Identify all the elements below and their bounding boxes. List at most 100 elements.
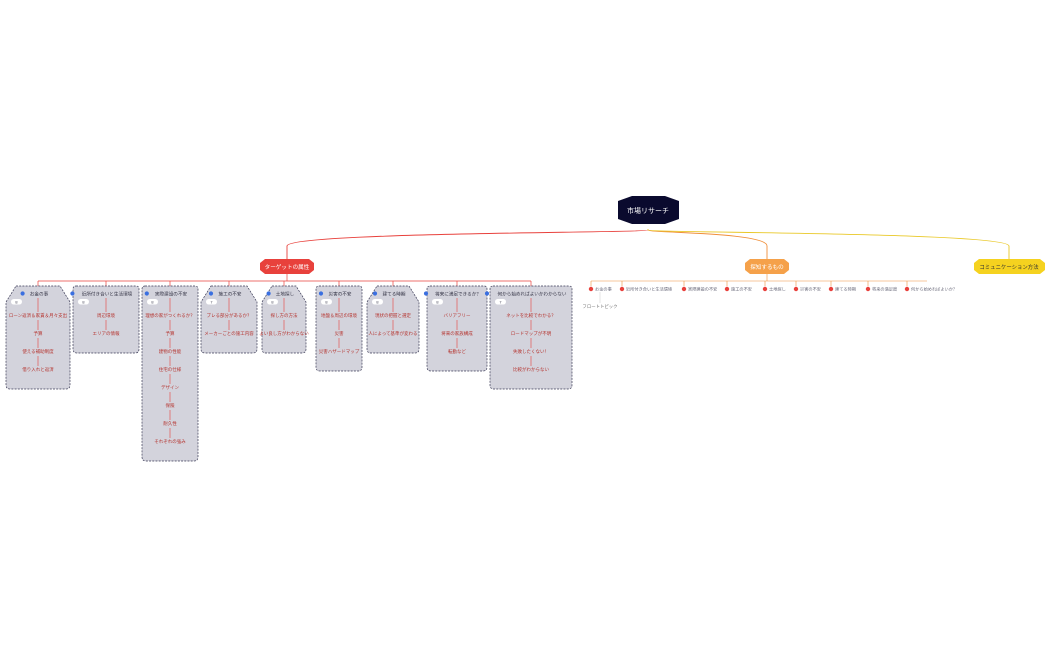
right-item-label: 何から始めればよいか？ <box>911 286 957 293</box>
topic-item[interactable]: 災害 <box>335 330 344 337</box>
topic-badge-count: 8 <box>151 299 154 304</box>
topic-group-8[interactable]: 何から始めればよいかわからない7ネットを比較でわかる？ロードマップが不明失敗した… <box>484 285 573 390</box>
right-item-dot-icon <box>762 286 768 292</box>
topic-item[interactable]: 比較がわからない <box>513 366 549 373</box>
right-item-2[interactable]: 実際建設の不安 <box>681 281 718 293</box>
topic-group-title: 災害の不安 <box>329 290 352 297</box>
topic-item[interactable]: デザイン <box>161 384 179 391</box>
topic-item[interactable]: 住宅の仕様 <box>159 366 182 373</box>
topic-item[interactable]: ロードマップが不明 <box>511 330 552 337</box>
right-branch-items: お金の事近所付き合いと生活環境 実際建設の不安 施工の不安 土地探し 災害の不安建てる時… <box>588 281 957 293</box>
topic-item[interactable]: 地盤＆周辺の環境 <box>321 312 357 319</box>
topic-item[interactable]: メーカーごとの施工内容 <box>204 330 254 337</box>
right-item-dot-icon <box>828 286 834 292</box>
right-item-4[interactable]: 土地探し <box>762 281 786 292</box>
topic-group-frame <box>72 285 140 354</box>
topic-item[interactable]: エリアの情報 <box>93 330 120 337</box>
topic-dot-icon <box>70 291 75 296</box>
topic-item[interactable]: 転勤など <box>448 348 466 355</box>
topic-group-title: 何から始めればよいかわからない <box>498 290 567 297</box>
right-item-5[interactable]: 災害の不安 <box>793 281 821 293</box>
topic-group-frame <box>5 285 71 390</box>
topic-badge-count: 8 <box>325 299 328 304</box>
right-item-label: お金の事 <box>595 286 612 293</box>
topic-group-2[interactable]: 実際建設の不安8理想の家がつくれるか？予算建物の性能住宅の仕様デザイン保険耐久性… <box>141 285 199 462</box>
topic-item[interactable]: 耐久性 <box>163 420 177 427</box>
right-item-3[interactable]: 施工の不安 <box>724 281 752 293</box>
topic-badge-count: 8 <box>82 299 85 304</box>
right-item-0[interactable]: お金の事 <box>588 281 612 293</box>
topic-item[interactable]: 探し方の方法 <box>271 312 298 319</box>
topic-item[interactable]: 使える補助制度 <box>22 348 54 355</box>
topic-group-title: お金の事 <box>30 290 49 297</box>
topic-badge-count: 8 <box>15 299 18 304</box>
branch-node-detect-shape <box>745 259 789 274</box>
topic-item[interactable]: 理想の家がつくれるか？ <box>145 312 195 319</box>
topic-group-frame <box>141 285 199 462</box>
topic-badge <box>432 299 443 305</box>
topic-badge <box>495 299 506 305</box>
topic-badge <box>372 299 383 305</box>
right-item-dot-icon <box>865 286 871 292</box>
connector-lines <box>37 229 1010 303</box>
branch-node-communication-label: コミュニケーション方法 <box>979 263 1039 271</box>
topic-item[interactable]: 災害ハザードマップ <box>319 348 360 355</box>
topic-item[interactable]: ネットを比較でわかる？ <box>506 312 556 319</box>
branch-node-target[interactable]: ターゲットの属性 <box>260 259 314 274</box>
topic-item[interactable]: 現状の把握と選定 <box>375 312 411 319</box>
right-item-8[interactable]: 何から始めればよいか？ <box>904 281 957 293</box>
topic-dot-icon <box>144 291 149 296</box>
topic-item[interactable]: 保険 <box>166 402 175 409</box>
floating-topic-label[interactable]: フロートトピック <box>582 304 617 310</box>
topic-badge-count: 8 <box>436 299 439 304</box>
right-item-label: 施工の不安 <box>731 286 752 293</box>
right-item-label: 災害の不安 <box>800 286 821 293</box>
topic-item[interactable]: ローン返済＆家賃＆月々支出 <box>9 312 68 319</box>
topic-badge <box>11 299 22 305</box>
topic-item[interactable]: 借り入れと返済 <box>22 366 54 373</box>
topic-item[interactable]: それぞれの強み <box>154 438 186 445</box>
branch-node-detect-label: 探知するもの <box>750 263 784 271</box>
right-item-7[interactable]: 将来の満足度 <box>865 281 898 293</box>
right-item-dot-icon <box>588 286 594 292</box>
topic-dot-icon <box>20 291 25 296</box>
topic-badge <box>147 299 158 305</box>
topic-item[interactable]: 将来の家族構成 <box>441 330 473 337</box>
topic-item[interactable]: 建物の性能 <box>159 348 182 355</box>
topic-dot-icon <box>266 291 271 296</box>
root-node-label: 市場リサーチ <box>627 206 669 215</box>
topic-groups: お金の事8ローン返済＆家賃＆月々支出予算使える補助制度借り入れと返済近所付き合い… <box>5 285 573 462</box>
topic-item[interactable]: 予算 <box>34 330 43 337</box>
topic-item[interactable]: よい良し方がわからない <box>259 330 309 337</box>
topic-badge <box>321 299 332 305</box>
branch-node-target-shape <box>260 259 314 274</box>
right-item-label: 将来の満足度 <box>872 286 898 293</box>
right-item-6[interactable]: 建てる時期 <box>828 281 856 293</box>
connector-root-branch-0 <box>286 229 649 259</box>
right-item-label: 実際建設の不安 <box>688 286 717 293</box>
topic-item[interactable]: ブレる部分があるか？ <box>207 312 252 319</box>
topic-badge <box>267 299 278 305</box>
topic-dot-icon <box>484 291 490 296</box>
branch-node-communication[interactable]: コミュニケーション方法 <box>974 259 1045 274</box>
topic-group-title: 土地探し <box>276 290 295 297</box>
topic-item[interactable]: 失敗したくない！ <box>513 348 549 355</box>
topic-item[interactable]: 周辺環境 <box>97 312 115 319</box>
topic-dot-icon <box>372 291 378 296</box>
topic-item[interactable]: 予算 <box>166 330 175 337</box>
root-node[interactable]: 市場リサーチ <box>618 196 679 224</box>
branch-node-detect[interactable]: 探知するもの <box>745 259 789 274</box>
topic-item[interactable]: 人によって基準が変わる <box>368 330 417 337</box>
topic-group-title: 施工の不安 <box>219 290 242 297</box>
branch-node-target-label: ターゲットの属性 <box>265 263 310 271</box>
topic-item[interactable]: バリアフリー <box>444 313 471 319</box>
right-item-1[interactable]: 近所付き合いと生活環境 <box>619 281 672 293</box>
